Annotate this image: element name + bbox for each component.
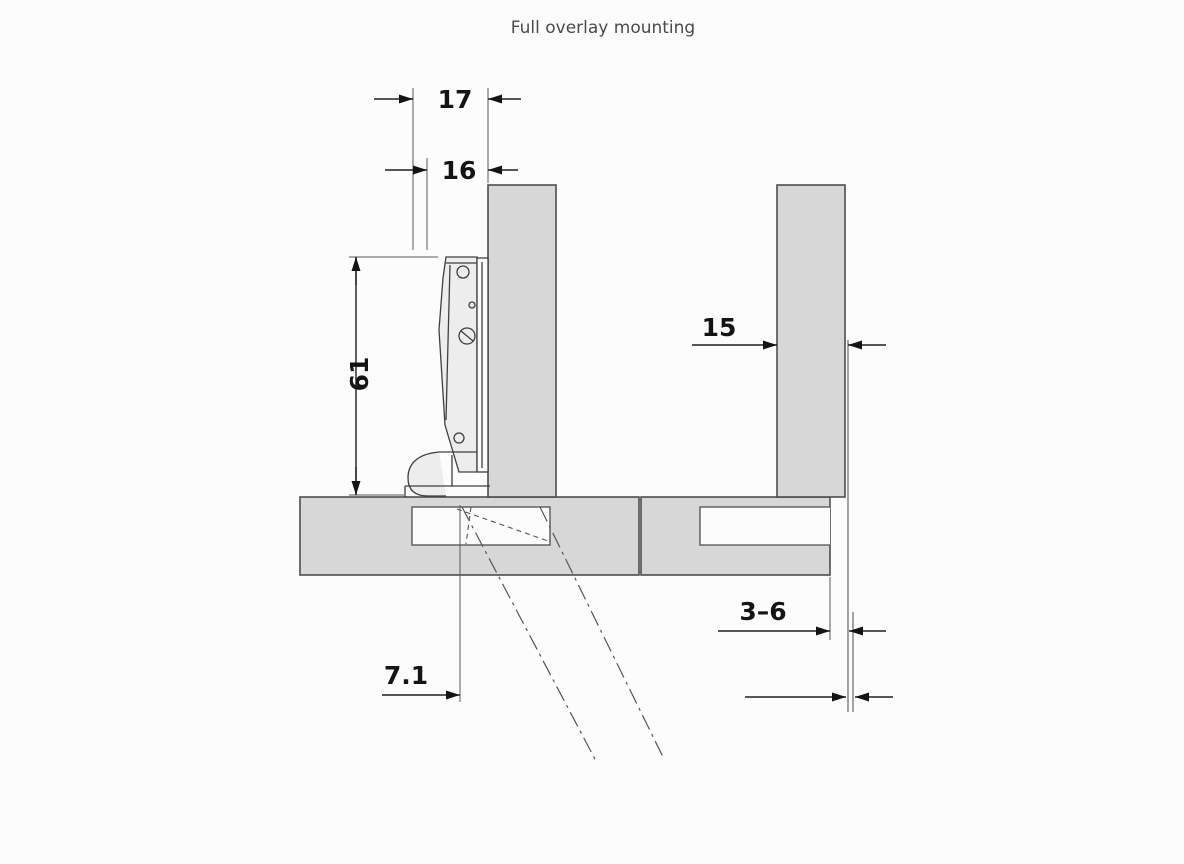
cup-hidden-wall bbox=[465, 506, 472, 545]
dimension-7-1: 7.1 bbox=[382, 505, 461, 702]
hinge-arm-edge bbox=[445, 264, 451, 421]
dimension-17: 17 bbox=[374, 85, 521, 250]
dimension-15: 15 bbox=[692, 313, 886, 350]
screw-slot bbox=[460, 330, 474, 342]
dim-label-3-6: 3–6 bbox=[739, 597, 786, 626]
dimension-3-6: 3–6 bbox=[718, 577, 886, 640]
dim-label-15: 15 bbox=[702, 313, 737, 342]
dim-label-17: 17 bbox=[438, 85, 473, 114]
hinge-cup-boss bbox=[407, 451, 446, 497]
diagram-title: Full overlay mounting bbox=[511, 18, 695, 38]
hinge-assembly bbox=[404, 256, 549, 545]
hinge-screw-top bbox=[456, 265, 470, 279]
hinge-pin bbox=[453, 432, 465, 444]
dim-label-61: 61 bbox=[345, 357, 374, 392]
dim-label-16: 16 bbox=[442, 156, 477, 185]
hinge-adjustment-screw bbox=[458, 327, 476, 345]
hinge-cup-recess-right bbox=[699, 506, 830, 546]
side-panel-section-right bbox=[776, 184, 846, 498]
dim-label-7-1: 7.1 bbox=[384, 661, 428, 690]
axis-line-1 bbox=[461, 506, 598, 764]
hinge-cup-recess-left bbox=[411, 506, 551, 546]
left-view: 17 16 61 7.1 bbox=[299, 85, 664, 764]
cup-hidden-bottom bbox=[456, 508, 549, 542]
dimension-61: 61 bbox=[345, 256, 438, 496]
right-view: 15 3–6 bbox=[640, 184, 893, 712]
dimension-16: 16 bbox=[385, 156, 518, 250]
axis-line-2 bbox=[539, 506, 664, 758]
hinge-rivet bbox=[468, 301, 476, 309]
door-panel-section-left bbox=[487, 184, 557, 498]
